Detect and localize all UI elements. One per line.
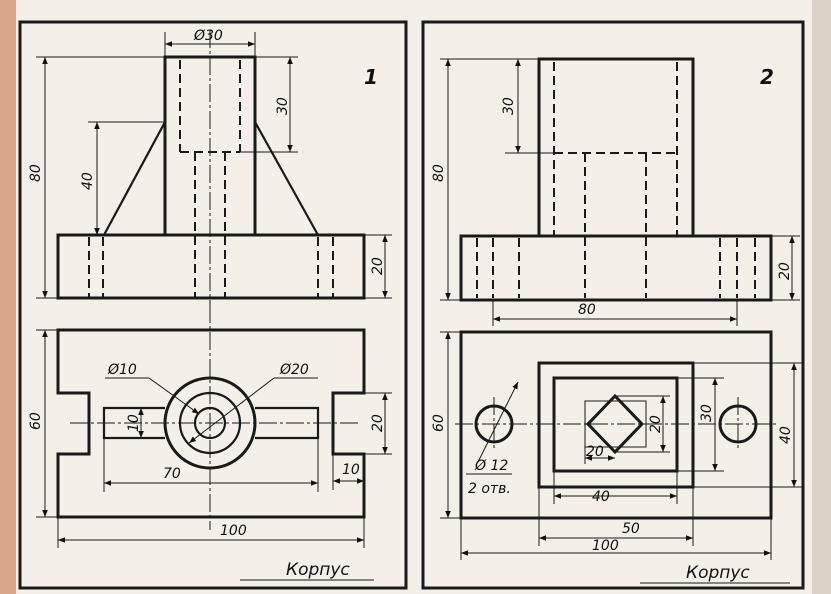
dim2-w20b: 20 <box>648 415 664 433</box>
dim2-w30: 30 <box>699 404 715 422</box>
panel-1-title: Корпус <box>286 560 350 580</box>
dim2-w60: 60 <box>431 414 447 432</box>
dim2-w40v: 40 <box>778 426 794 444</box>
dim-w70: 70 <box>163 466 181 482</box>
panel-1-frame <box>18 20 408 590</box>
dim-w100: 100 <box>220 523 247 539</box>
panel-2-frame <box>421 20 805 590</box>
panel-2-front-view <box>459 57 773 302</box>
dim2-w50: 50 <box>622 521 640 537</box>
dim-h20: 20 <box>370 257 386 275</box>
dim2-w80: 80 <box>578 302 596 318</box>
dim-d10: Ø10 <box>107 362 137 378</box>
dim-w10a: 10 <box>126 414 142 432</box>
dim-w20: 20 <box>370 414 386 432</box>
panel-1-number: 1 <box>364 65 378 89</box>
dim2-h80: 80 <box>431 164 447 182</box>
dim2-holes: 2 отв. <box>468 481 511 497</box>
panel-2-top-view <box>455 330 778 520</box>
panel-1-top-dimensions: 60 Ø10 Ø20 10 20 70 10 100 <box>28 329 392 548</box>
panel-2-top-dimensions: 60 Ø 12 2 отв. 20 20 30 40 40 <box>431 331 802 560</box>
dim-h80: 80 <box>28 164 44 182</box>
panel-2-number: 2 <box>760 65 774 89</box>
dim2-d12: Ø 12 <box>474 458 508 474</box>
dim-h30: 30 <box>275 97 291 115</box>
dim-h40: 40 <box>80 172 96 190</box>
dim-w60: 60 <box>28 412 44 430</box>
dim2-w20a: 20 <box>586 444 604 460</box>
dim2-h20: 20 <box>777 262 793 280</box>
panel-2-front-dimensions: 80 30 20 80 <box>431 58 800 326</box>
dim-w10b: 10 <box>342 462 360 478</box>
panel-1-front-dimensions: Ø30 30 80 40 20 <box>28 28 392 299</box>
panel-1: 1 Ø30 30 <box>18 20 408 590</box>
dim2-w100: 100 <box>592 538 619 554</box>
panel-2: 2 80 30 <box>421 20 805 590</box>
dim2-h30: 30 <box>501 97 517 115</box>
dim-d30: Ø30 <box>193 28 223 44</box>
panel-1-front-view <box>56 30 366 310</box>
dim2-w40h: 40 <box>592 489 610 505</box>
dim-d20: Ø20 <box>279 362 309 378</box>
panel-2-title: Корпус <box>686 563 750 583</box>
